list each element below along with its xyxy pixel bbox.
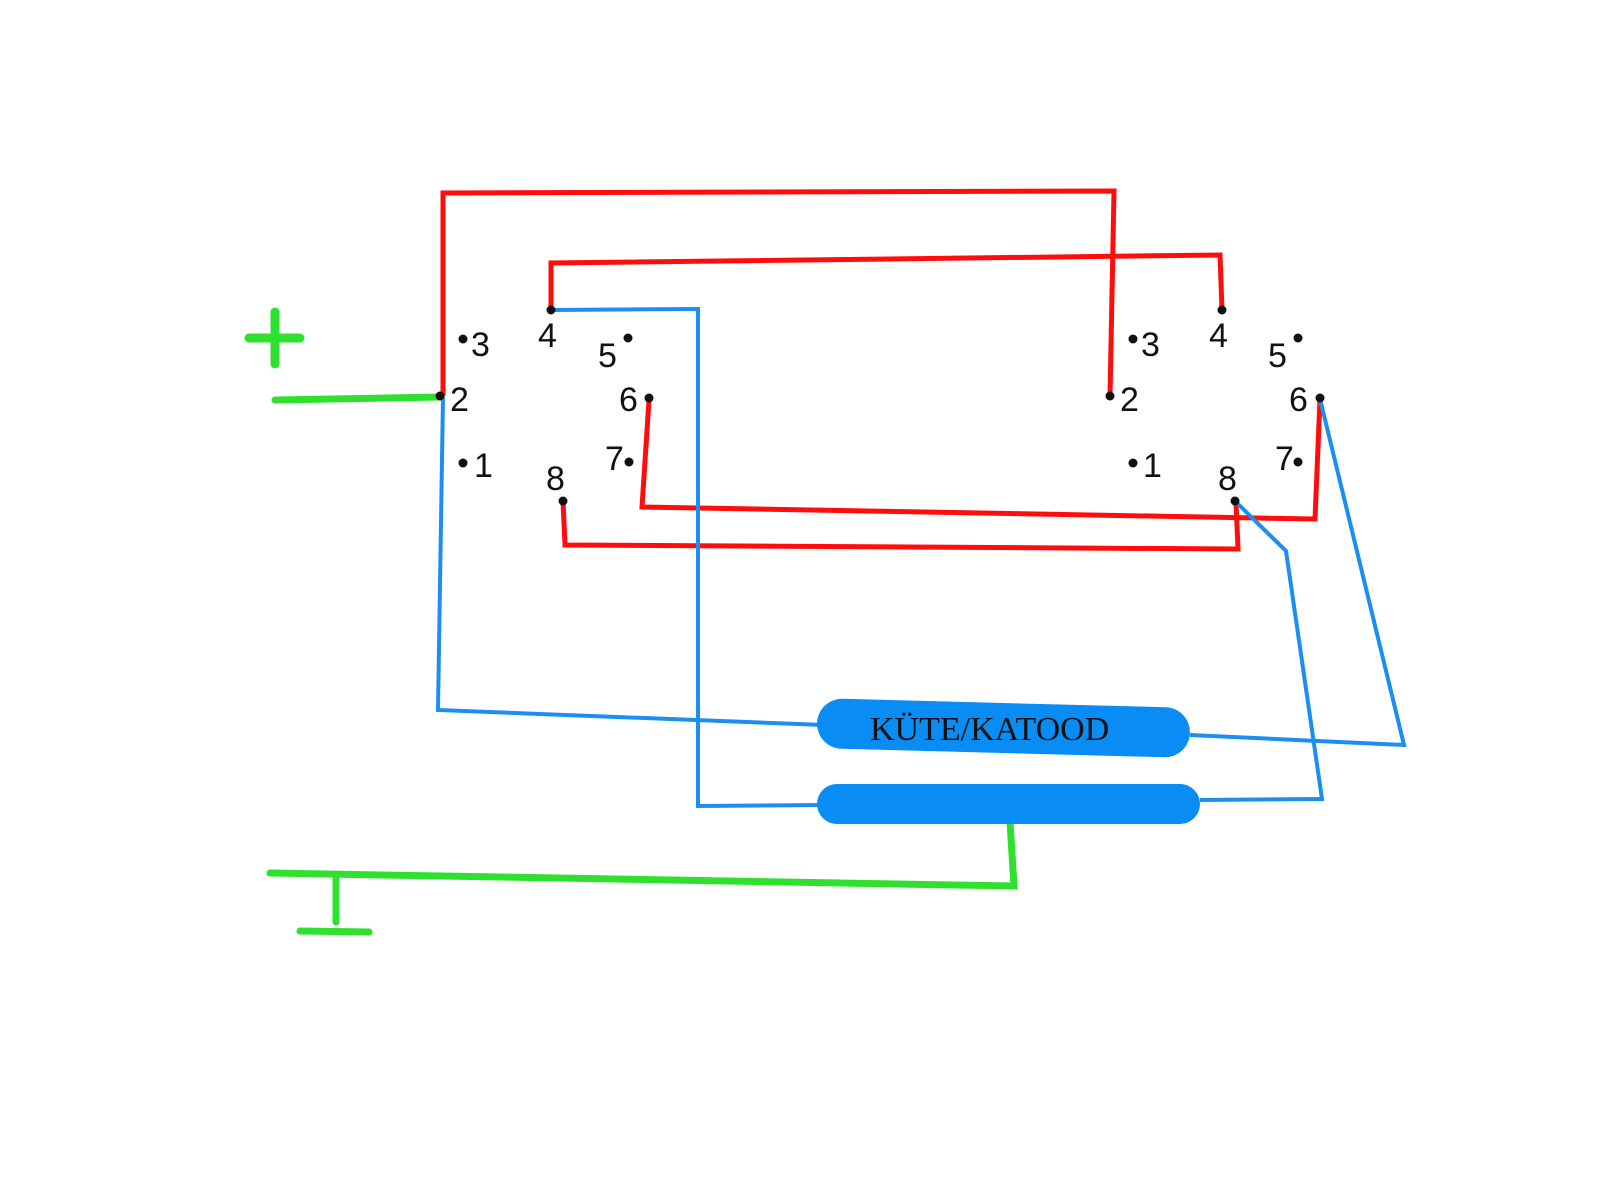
blue-wires: [435, 306, 1407, 809]
pin-dot: [546, 305, 556, 315]
wire-left6-right6: [639, 398, 1323, 522]
right-pin-label: 6: [1289, 381, 1308, 419]
pin-dot: [1230, 496, 1240, 506]
left-pin-label: 6: [619, 381, 638, 419]
right-pin-label: 7: [1275, 440, 1294, 478]
heater-bottom: [817, 784, 1200, 824]
pin-dot: [624, 457, 634, 467]
wire-heater-ground: [266, 818, 1018, 890]
pin-dot: [644, 393, 654, 403]
pin-dot: [1128, 334, 1138, 344]
right-pin-label: 4: [1209, 317, 1228, 355]
left-pin-label: 4: [538, 317, 557, 355]
right-pin-label: 8: [1218, 460, 1237, 498]
right-socket: 3 4 5 2 6 1 7 8: [1105, 305, 1325, 506]
pin-dot: [558, 496, 568, 506]
plus-terminal-icon: [244, 307, 305, 369]
wire-left4-right4: [548, 252, 1225, 311]
ground-bar: [296, 927, 373, 936]
left-pin-label: 3: [471, 326, 490, 364]
wire-left8-right8: [560, 500, 1241, 552]
wire-left2-right2: [440, 188, 1117, 397]
wire-left4-heater-bottom: [550, 306, 825, 809]
left-socket: 3 4 5 2 6 1 7 8: [435, 305, 654, 506]
wire-left2-heater-top: [435, 396, 825, 727]
left-pin-label: 5: [598, 337, 617, 375]
pin-dot: [458, 334, 468, 344]
pin-dot: [1293, 333, 1303, 343]
right-pin-label: 1: [1143, 447, 1162, 485]
pin-dot: [458, 458, 468, 468]
pin-dot: [1128, 458, 1138, 468]
left-pin-label: 1: [474, 447, 493, 485]
pin-dot: [1217, 305, 1227, 315]
green-wires: [266, 393, 1018, 936]
heater-top-label: KÜTE/KATOOD: [870, 711, 1109, 748]
wire-plus-left2: [271, 393, 445, 404]
pin-dot: [623, 333, 633, 343]
pin-dot: [435, 391, 445, 401]
left-pin-label: 2: [450, 381, 469, 419]
right-pin-label: 5: [1268, 337, 1287, 375]
red-wires: [440, 188, 1323, 552]
left-pin-label: 7: [605, 440, 624, 478]
right-pin-label: 3: [1141, 326, 1160, 364]
pin-dot: [1105, 391, 1115, 401]
heater-top: [817, 698, 1190, 758]
wire-heater-top-right6: [1189, 398, 1407, 748]
pin-dot: [1293, 457, 1303, 467]
left-pin-label: 8: [546, 460, 565, 498]
pin-dot: [1315, 393, 1325, 403]
wire-heater-bottom-right8: [1199, 499, 1325, 802]
right-pin-label: 2: [1120, 381, 1139, 419]
